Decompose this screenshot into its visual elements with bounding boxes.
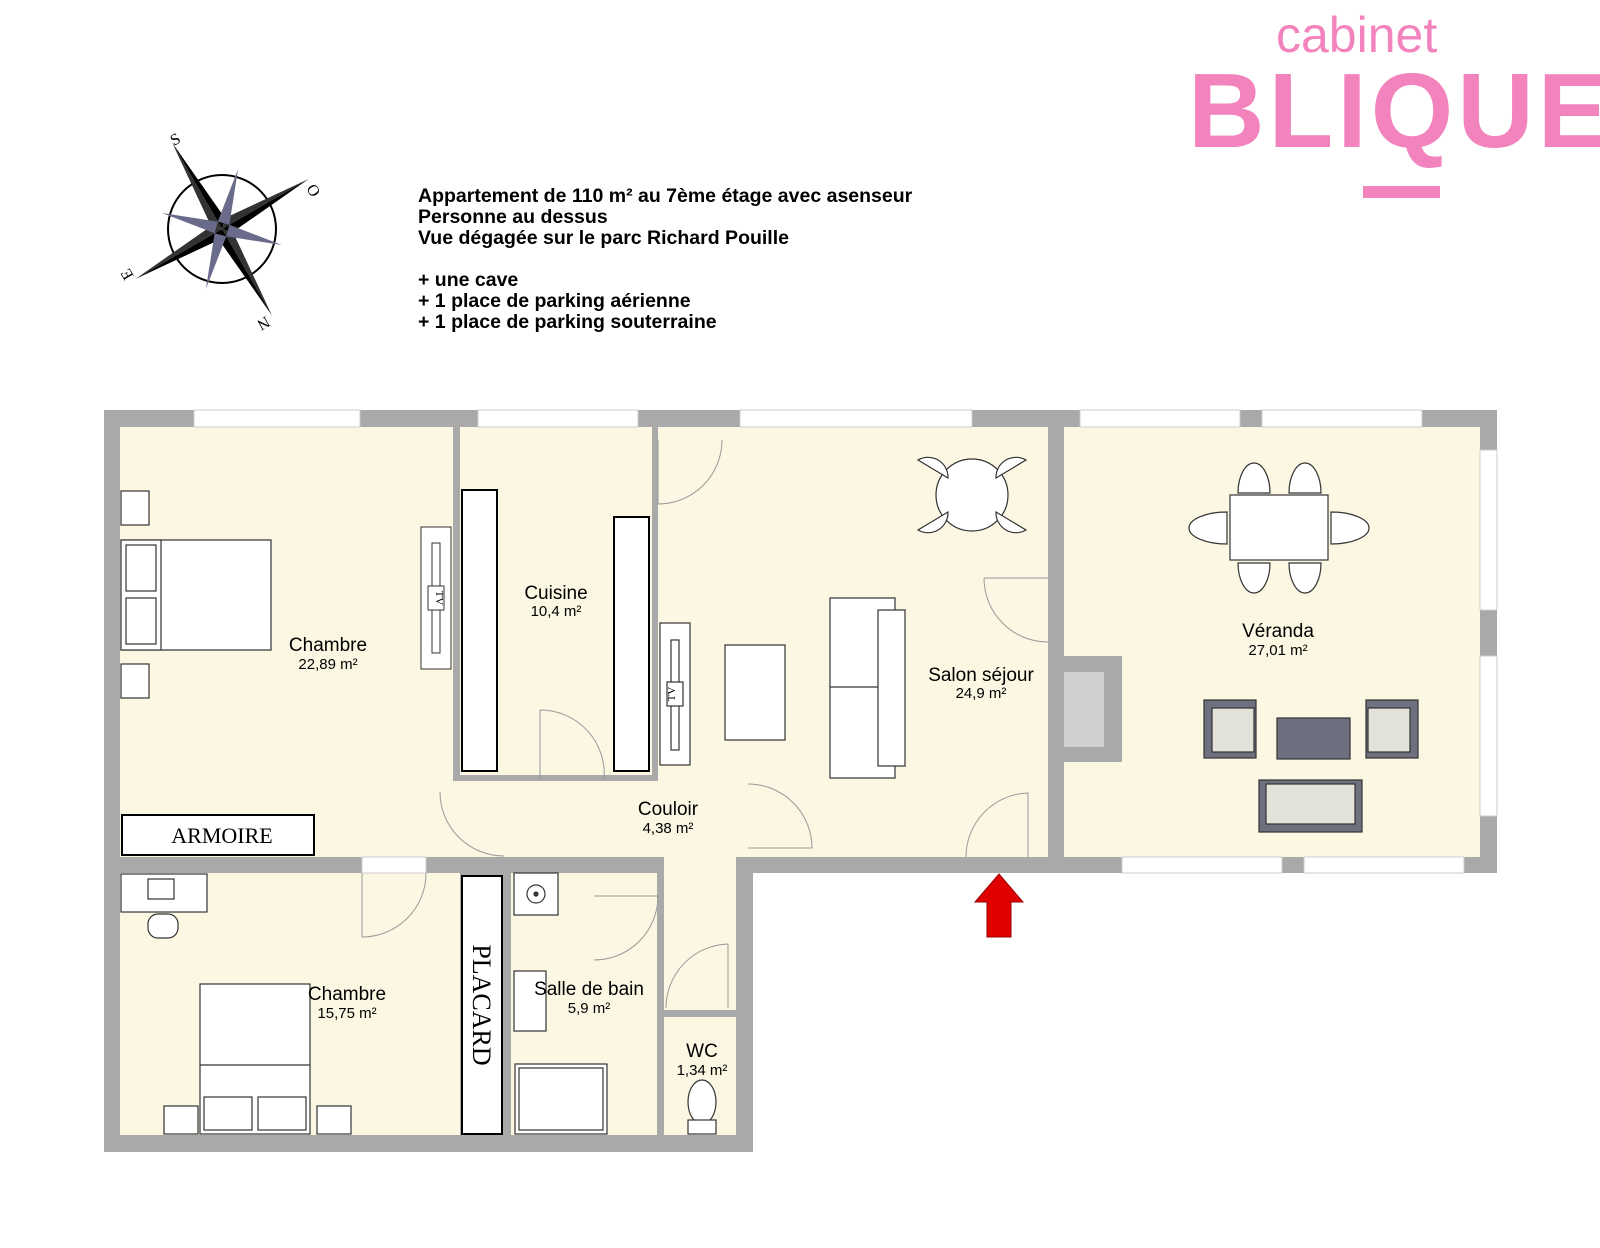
svg-text:TV: TV — [433, 591, 445, 606]
room-name-couloir: Couloir — [638, 799, 699, 820]
room-area-couloir: 4,38 m² — [643, 820, 694, 837]
description-line: + 1 place de parking aérienne — [418, 290, 691, 312]
logo-bar — [1363, 186, 1440, 198]
room-area-chambre: 22,89 m² — [298, 656, 357, 673]
placard: PLACARD — [461, 875, 503, 1135]
room-area-veranda: 27,01 m² — [1248, 642, 1307, 659]
room-name-chambre-2: Chambre — [308, 984, 386, 1005]
salon-furniture — [659, 456, 1028, 779]
tv-icon: TV — [420, 526, 452, 670]
room-area-salon: 24,9 m² — [956, 685, 1007, 702]
entrance-arrow-icon — [973, 873, 1025, 938]
room-name-cuisine: Cuisine — [524, 583, 587, 604]
logo-cabinet: cabinet — [1276, 7, 1438, 63]
compass-s: S — [168, 130, 184, 149]
room-name-veranda: Véranda — [1242, 621, 1314, 642]
bedroom2-furniture — [120, 873, 352, 1135]
bed-icon — [120, 490, 272, 699]
veranda-furniture — [1188, 462, 1419, 833]
windows — [193, 409, 1498, 874]
compass-n: N — [254, 313, 273, 334]
room-name-salle-de-bain: Salle de bain — [534, 979, 644, 1000]
fireplace-icon — [1064, 656, 1122, 762]
compass-rose-icon: S O E N — [118, 130, 324, 334]
description-line: + 1 place de parking souterraine — [418, 311, 717, 333]
armoire: ARMOIRE — [121, 814, 315, 856]
room-labels: Chambre 22,89 m² Cuisine 10,4 m² Salon s… — [289, 583, 1314, 1079]
logo-blique: BLIQUE — [1188, 52, 1600, 170]
description-line: + une cave — [418, 269, 519, 291]
tv-label: TV — [666, 687, 678, 702]
compass-e: E — [118, 266, 138, 283]
room-name-chambre: Chambre — [289, 635, 367, 656]
room-name-salon: Salon séjour — [928, 665, 1034, 686]
room-area-salle-de-bain: 5,9 m² — [568, 1000, 611, 1017]
kitchen-counter — [461, 489, 650, 772]
description-line: Personne au dessus — [418, 206, 608, 228]
room-area-wc: 1,34 m² — [677, 1062, 728, 1079]
bathroom-fixtures — [513, 872, 717, 1135]
svg-text:ARMOIRE: ARMOIRE — [171, 823, 272, 848]
description: Appartement de 110 m² au 7ème étage avec… — [418, 186, 912, 333]
description-line: Vue dégagée sur le parc Richard Pouille — [418, 227, 789, 249]
description-line: Appartement de 110 m² au 7ème étage avec… — [418, 185, 913, 207]
doors — [361, 439, 1049, 1009]
room-area-cuisine: 10,4 m² — [531, 603, 582, 620]
room-area-chambre-2: 15,75 m² — [317, 1005, 376, 1022]
svg-text:PLACARD: PLACARD — [467, 944, 496, 1065]
room-name-wc: WC — [686, 1041, 718, 1062]
compass-o: O — [303, 182, 324, 201]
